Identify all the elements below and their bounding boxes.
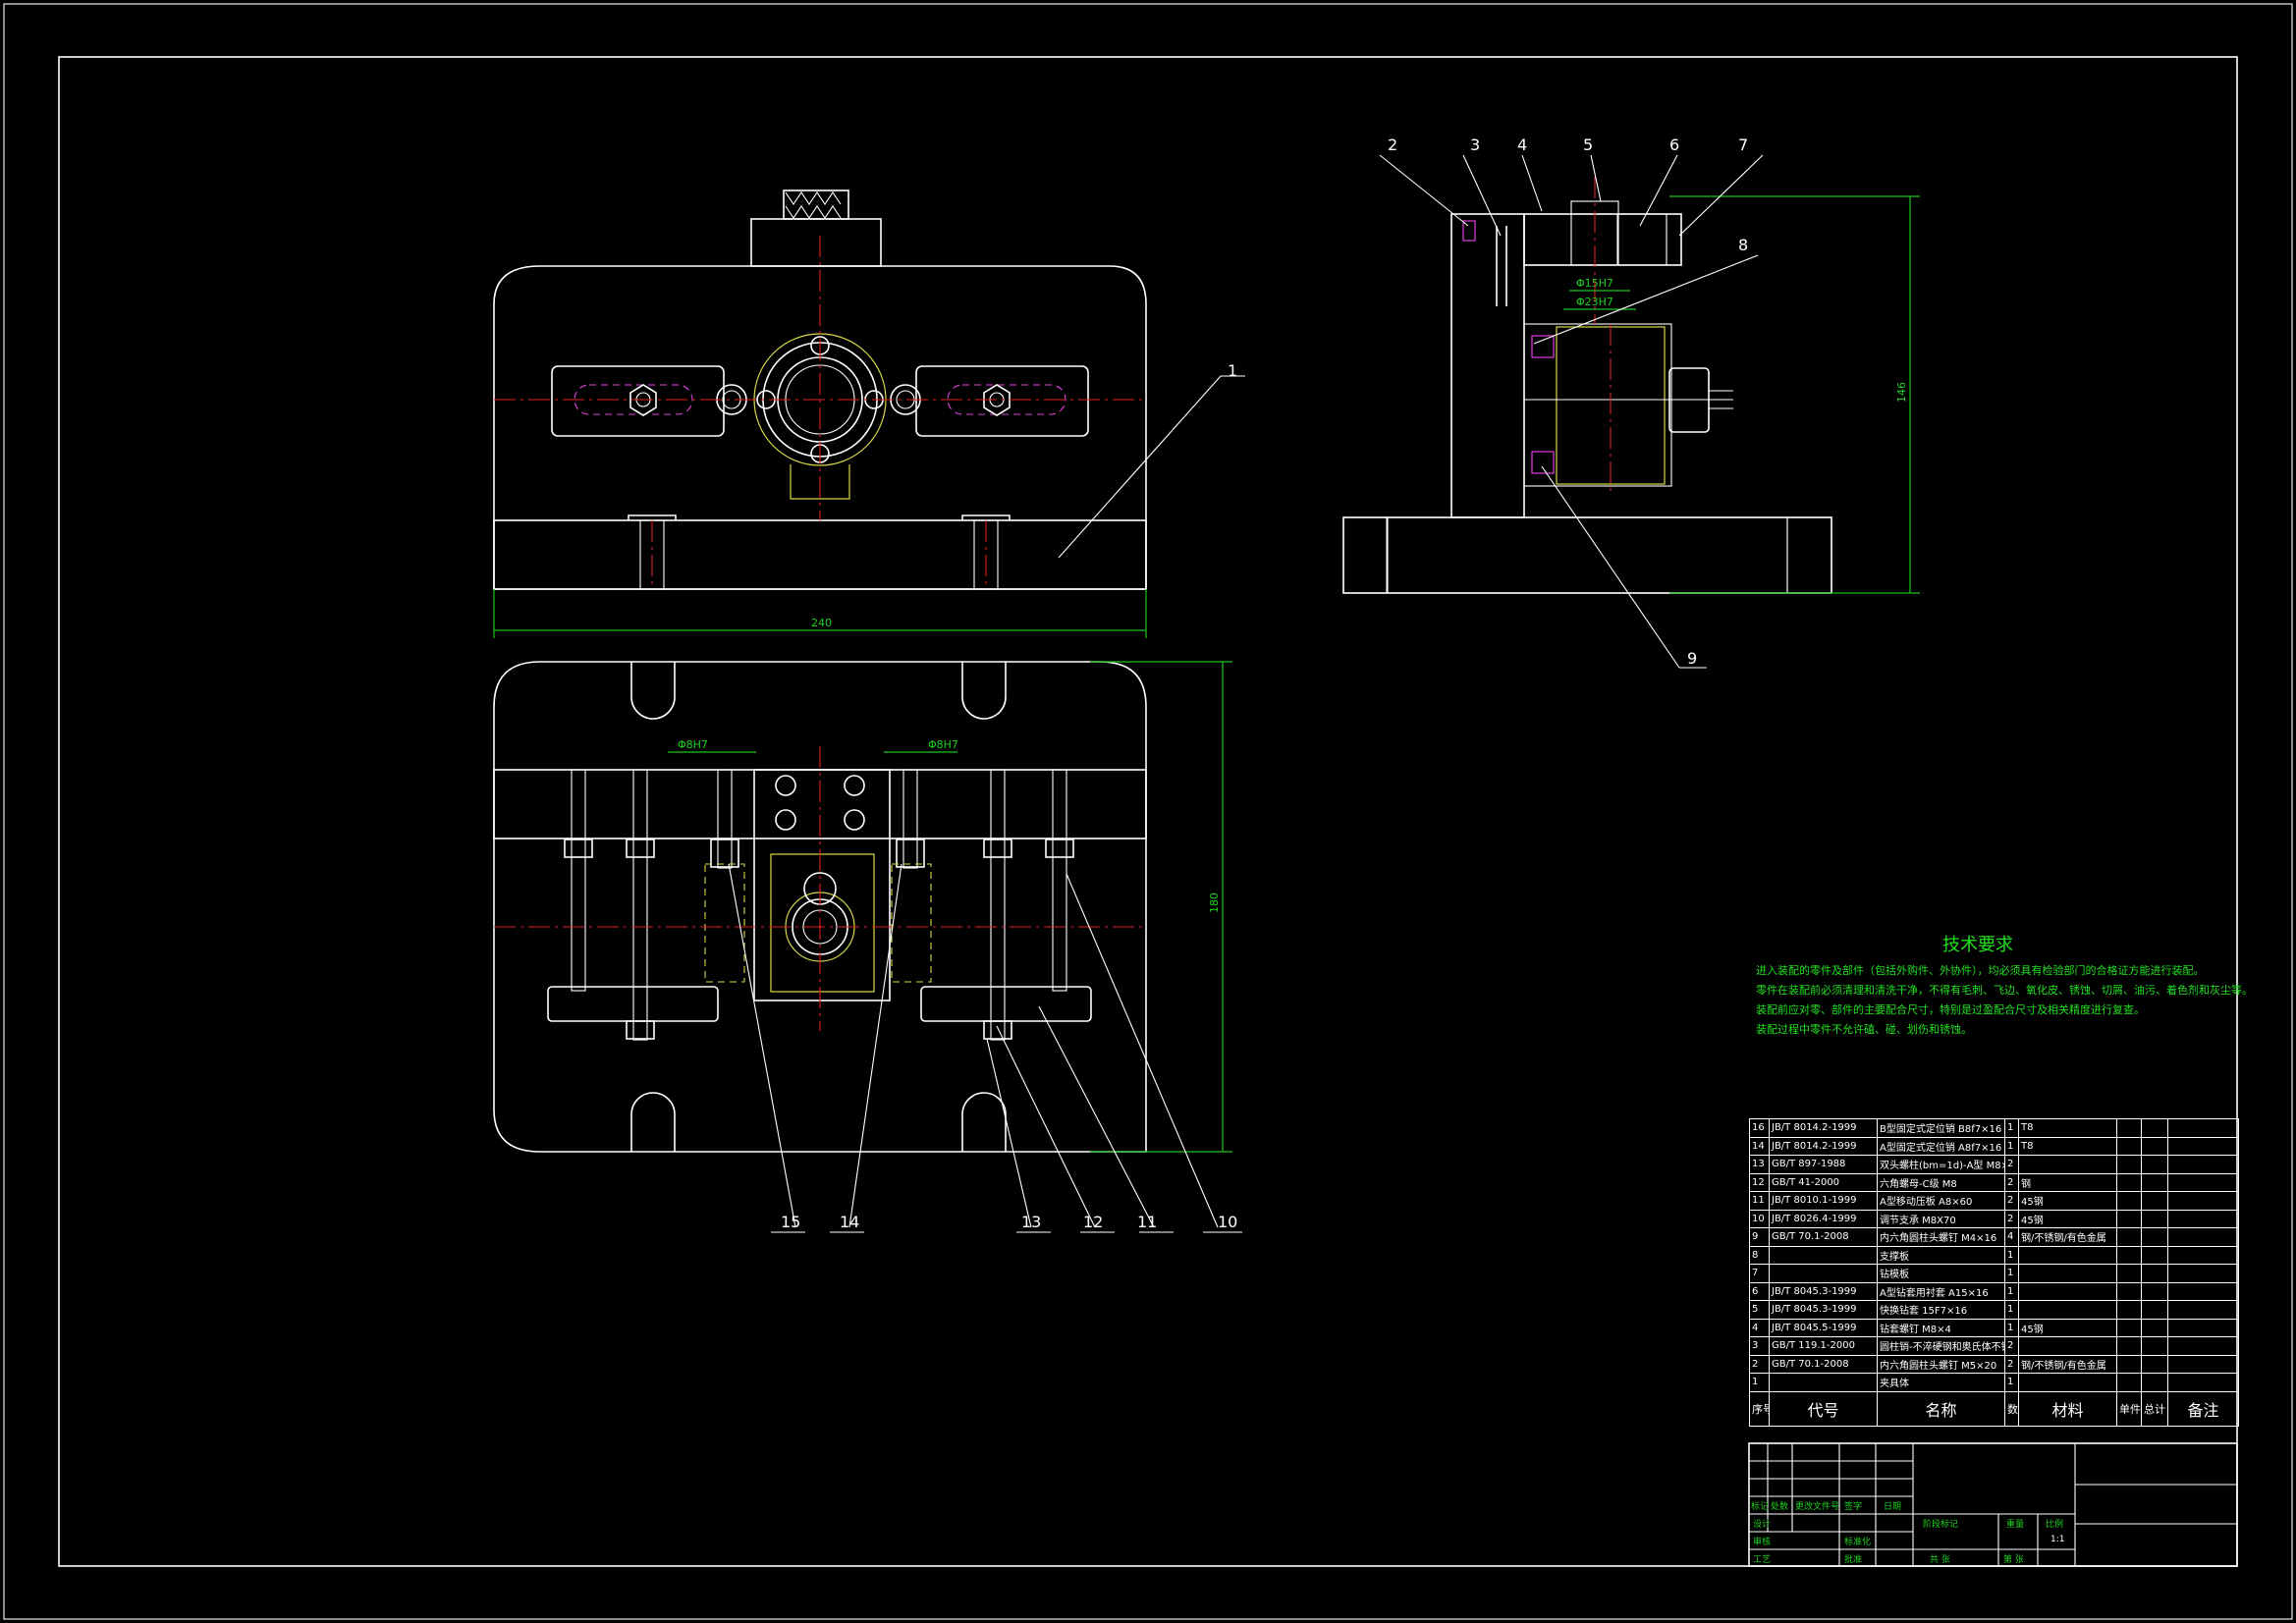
tb-label-weight: 重量 bbox=[2006, 1520, 2025, 1530]
tb-label-count: 处数 bbox=[1771, 1502, 1789, 1512]
balloon-7: 7 bbox=[1738, 135, 1748, 154]
outer-border bbox=[3, 3, 2293, 1620]
side-view: 146 Φ15H7 Φ23H7 bbox=[1342, 154, 1920, 669]
balloon-8: 8 bbox=[1738, 236, 1748, 254]
balloon-2: 2 bbox=[1388, 135, 1397, 154]
balloon-3: 3 bbox=[1470, 135, 1480, 154]
tb-label-change: 更改文件号 bbox=[1795, 1502, 1840, 1512]
top-height-dim: 180 bbox=[1208, 893, 1221, 913]
tech-requirement-3: 装配前应对零、部件的主要配合尺寸，特别是过盈配合尺寸及相关精度进行复查。 bbox=[1756, 1003, 2145, 1016]
inner-border bbox=[58, 56, 2238, 1567]
tb-label-design: 设计 bbox=[1753, 1520, 1772, 1530]
tech-requirements-title: 技术要求 bbox=[1942, 935, 2013, 955]
tb-label-sheets: 共 张 bbox=[1930, 1555, 1950, 1565]
balloon-4: 4 bbox=[1517, 135, 1527, 154]
tb-label-scale: 比例 bbox=[2046, 1520, 2064, 1530]
top-fit-left-dim: Φ8H7 bbox=[678, 738, 708, 751]
top-view: 180 Φ8H7 Φ8H7 bbox=[493, 661, 1242, 1233]
tb-label-sign: 签字 bbox=[1844, 1502, 1863, 1512]
title-block-frame bbox=[1748, 1442, 2238, 1567]
balloon-6: 6 bbox=[1669, 135, 1679, 154]
tech-requirement-1: 进入装配的零件及部件（包括外购件、外协件），均必须具有检验部门的合格证方能进行装… bbox=[1756, 964, 2205, 977]
tb-label-date: 日期 bbox=[1884, 1502, 1902, 1512]
tech-requirement-2: 零件在装配前必须清理和清洗干净，不得有毛刺、飞边、氧化皮、锈蚀、切屑、油污、着色… bbox=[1756, 984, 2253, 997]
balloon-15: 15 bbox=[781, 1213, 800, 1231]
tb-label-review: 审核 bbox=[1753, 1538, 1772, 1547]
side-height-dim: 146 bbox=[1895, 382, 1908, 403]
tb-label-sheet: 第 张 bbox=[2003, 1555, 2024, 1565]
balloon-11: 11 bbox=[1137, 1213, 1157, 1231]
side-d2-dim: Φ23H7 bbox=[1576, 296, 1613, 308]
top-fit-right-dim: Φ8H7 bbox=[928, 738, 958, 751]
balloon-13: 13 bbox=[1021, 1213, 1041, 1231]
front-width-dim: 240 bbox=[811, 617, 832, 629]
front-view: 240 bbox=[493, 189, 1245, 638]
balloon-10: 10 bbox=[1218, 1213, 1237, 1231]
balloon-1: 1 bbox=[1228, 361, 1237, 380]
tb-label-process: 工艺 bbox=[1753, 1555, 1772, 1565]
side-d1-dim: Φ15H7 bbox=[1576, 277, 1613, 290]
tb-label-approve: 批准 bbox=[1844, 1555, 1863, 1565]
balloon-12: 12 bbox=[1083, 1213, 1103, 1231]
balloon-14: 14 bbox=[840, 1213, 859, 1231]
tech-requirement-4: 装配过程中零件不允许磕、碰、划伤和锈蚀。 bbox=[1756, 1023, 1972, 1036]
balloon-9: 9 bbox=[1687, 649, 1697, 668]
balloon-5: 5 bbox=[1583, 135, 1593, 154]
bom-header: 序号 代号 名称 数量 材料 单件 总计 备注 bbox=[1749, 1390, 2239, 1427]
tb-label-standard: 标准化 bbox=[1844, 1538, 1872, 1547]
tb-label-stage: 阶段标记 bbox=[1923, 1520, 1959, 1530]
tb-scale-value: 1:1 bbox=[2050, 1535, 2065, 1544]
tb-label-mark: 标记 bbox=[1751, 1502, 1770, 1512]
